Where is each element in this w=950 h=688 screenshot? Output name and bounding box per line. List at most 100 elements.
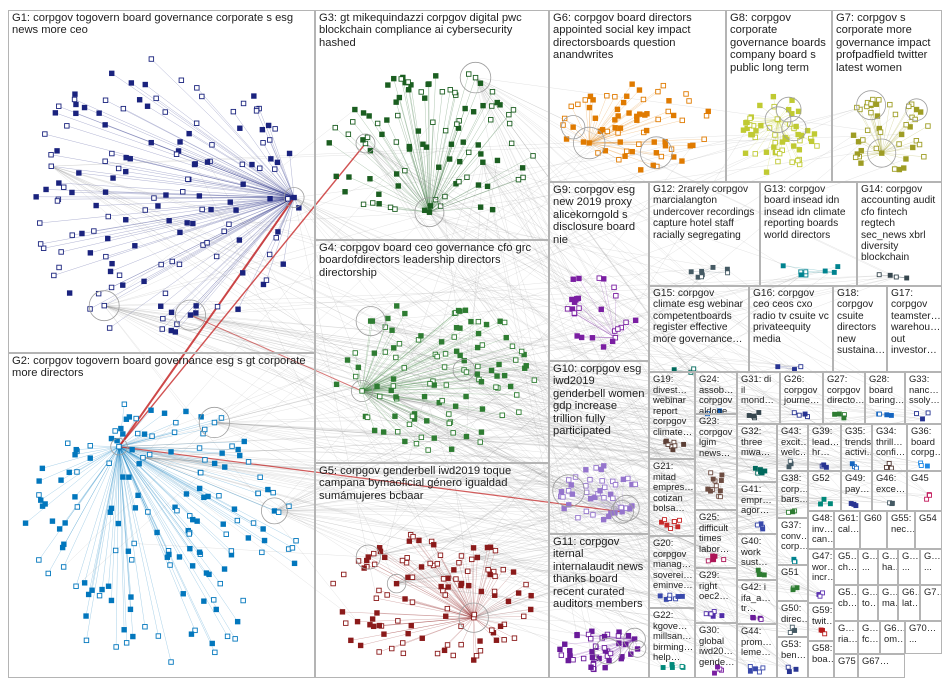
graph-node	[229, 443, 235, 449]
intra-edge	[361, 327, 461, 392]
graph-node	[396, 94, 403, 101]
intra-edge	[118, 435, 153, 447]
graph-node	[161, 410, 168, 416]
inter-edge	[477, 444, 669, 558]
graph-node	[408, 622, 414, 629]
graph-node	[617, 139, 623, 145]
graph-node	[369, 318, 376, 324]
group-g32-label: G32: three mwa…	[741, 425, 771, 458]
inter-edge	[365, 143, 823, 594]
intra-edge	[145, 84, 295, 198]
intra-edge	[266, 197, 295, 281]
graph-node	[239, 161, 246, 168]
graph-node	[187, 312, 194, 318]
group-g33-label: G33: nanc… ssoly…	[909, 373, 940, 406]
graph-node	[458, 580, 465, 587]
inter-edge	[190, 314, 880, 415]
graph-node	[188, 631, 195, 637]
graph-node	[477, 648, 484, 654]
inter-edge	[142, 457, 831, 504]
inter-edge	[396, 510, 795, 584]
graph-node	[924, 496, 930, 502]
intra-edge	[277, 197, 295, 232]
inter-edge	[142, 457, 671, 529]
inter-edge	[190, 314, 921, 464]
intra-edge	[361, 347, 395, 392]
graph-node	[385, 82, 391, 88]
graph-node	[852, 154, 859, 161]
graph-node	[377, 393, 383, 400]
inter-edge	[475, 77, 793, 512]
intra-edge	[571, 106, 590, 144]
group-g37-label: G37: conv… corp…	[781, 519, 808, 552]
graph-node	[202, 426, 208, 433]
inter-edge	[51, 134, 902, 167]
inter-edge	[274, 274, 802, 512]
intra-edge	[601, 469, 623, 512]
intra-edge	[118, 404, 125, 447]
hub-ring	[88, 290, 120, 322]
graph-node	[353, 373, 359, 380]
graph-node	[629, 148, 635, 155]
graph-node	[382, 324, 388, 330]
intra-edge	[379, 617, 474, 626]
intra-edge	[751, 116, 779, 120]
graph-node	[657, 593, 663, 599]
hub-ring	[459, 61, 492, 94]
intra-edge	[564, 118, 590, 144]
graph-node	[52, 110, 59, 116]
graph-node	[216, 493, 222, 499]
graph-node	[420, 141, 426, 147]
group-g39: G39: lead… hr…	[808, 424, 841, 471]
graph-node	[612, 117, 618, 123]
inter-edge	[51, 165, 714, 480]
graph-node	[489, 103, 495, 109]
graph-node	[493, 384, 499, 390]
inter-edge	[51, 166, 791, 633]
inter-edge	[142, 457, 890, 504]
graph-node	[901, 165, 907, 171]
graph-node	[715, 664, 720, 670]
group-g22-label: G22: kgove… millsan… birming… help…	[653, 609, 694, 663]
hub-ring	[414, 197, 445, 228]
inter-edge	[202, 244, 397, 399]
inter-edge	[475, 77, 593, 632]
intra-edge	[358, 367, 363, 392]
intra-edge	[361, 330, 393, 392]
graph-node	[822, 631, 828, 637]
graph-node	[423, 144, 430, 150]
intra-edge	[589, 111, 669, 144]
graph-node	[333, 173, 339, 180]
intra-edge	[125, 171, 295, 198]
group-g50: G50: direc…	[777, 601, 808, 637]
graph-node	[190, 516, 196, 523]
graph-node	[219, 450, 225, 456]
intra-edge	[118, 446, 172, 663]
graph-node	[115, 165, 122, 172]
graph-node	[448, 446, 455, 452]
inter-edge	[384, 162, 484, 558]
intra-edge	[473, 547, 488, 618]
graph-node	[903, 156, 909, 162]
inter-edge	[475, 77, 890, 464]
graph-node	[185, 176, 191, 182]
graph-node	[620, 99, 627, 106]
graph-node	[205, 493, 211, 500]
group-g63-label: G… to…	[862, 586, 878, 608]
graph-node	[779, 139, 786, 145]
intra-edge	[361, 380, 434, 392]
graph-node	[561, 115, 568, 122]
group-g23-label: G23: corpgov lgim news…	[699, 415, 733, 458]
graph-node	[644, 111, 650, 117]
graph-node	[772, 132, 778, 138]
group-g4: G4: corpgov board ceo governance cfo grc…	[315, 240, 549, 463]
group-g1-label: G1: corpgov togovern board governance co…	[12, 12, 294, 37]
graph-node	[448, 141, 455, 147]
group-g4-label: G4: corpgov board ceo governance cfo grc…	[319, 242, 532, 279]
group-g30: G30: global iwd20… gende…	[695, 623, 737, 678]
intra-edge	[584, 99, 590, 144]
inter-edge	[228, 211, 430, 225]
inter-edge	[396, 267, 714, 399]
graph-node	[112, 547, 119, 554]
inter-edge	[396, 398, 824, 466]
